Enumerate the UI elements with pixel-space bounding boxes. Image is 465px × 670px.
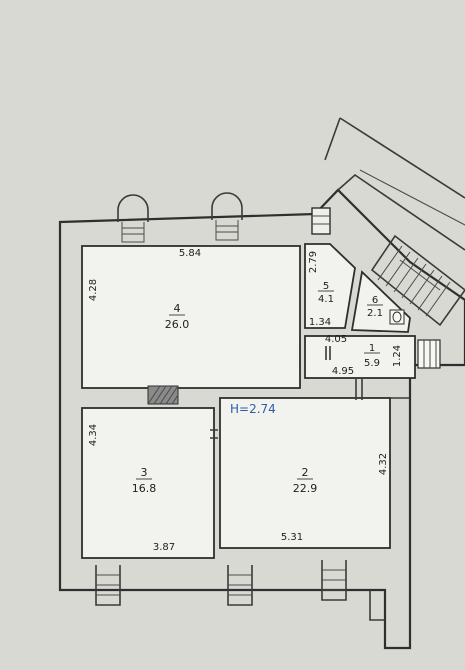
room-1 <box>304 335 416 379</box>
room-1-number: 1 <box>369 343 375 354</box>
room-2 <box>219 397 391 549</box>
vent-duct <box>311 207 331 235</box>
window-bay-top-right <box>211 192 243 241</box>
dim-room1-height: 1.24 <box>392 345 403 367</box>
room-4 <box>81 245 301 389</box>
dim-room1-width: 4.95 <box>332 366 354 377</box>
window-bay-bottom-2 <box>227 565 253 606</box>
ceiling-height-label: H=2.74 <box>230 402 276 416</box>
stove-block <box>147 385 179 405</box>
room-5 <box>304 243 356 329</box>
room-3 <box>81 407 215 559</box>
room-2-area: 22.9 <box>293 482 318 495</box>
dim-room4-width: 5.84 <box>179 248 201 259</box>
room-4-number: 4 <box>174 302 181 315</box>
dim-room3-width: 3.87 <box>153 542 175 553</box>
dim-room5-height: 2.79 <box>308 251 319 273</box>
room-5-area: 4.1 <box>318 294 334 305</box>
side-steps <box>417 339 441 369</box>
corridor-inner <box>359 169 465 226</box>
room-5-number: 5 <box>323 281 329 292</box>
door-marks <box>210 338 363 439</box>
room-4-area: 26.0 <box>165 318 190 331</box>
entrance-corridor <box>324 117 465 251</box>
room-1-area: 5.9 <box>364 358 380 369</box>
room-3-area: 16.8 <box>132 482 157 495</box>
window-bay-top-left <box>117 194 149 243</box>
outside-passage <box>369 397 410 621</box>
dim-room1-top: 4.05 <box>325 334 347 345</box>
dim-room2-width: 5.31 <box>281 532 303 543</box>
window-bay-bottom-3 <box>321 560 347 601</box>
window-bay-bottom-1 <box>95 565 121 606</box>
toilet-fixture <box>389 309 405 325</box>
room-6-number: 6 <box>372 295 378 306</box>
dim-room5-width: 1.34 <box>309 317 331 328</box>
dim-room4-height: 4.28 <box>88 279 99 301</box>
dim-room2-height: 4.32 <box>378 453 389 475</box>
room-3-number: 3 <box>141 466 148 479</box>
room-6-area: 2.1 <box>367 308 383 319</box>
room-2-number: 2 <box>302 466 309 479</box>
staircase <box>370 234 465 327</box>
dim-room3-height: 4.34 <box>88 424 99 446</box>
